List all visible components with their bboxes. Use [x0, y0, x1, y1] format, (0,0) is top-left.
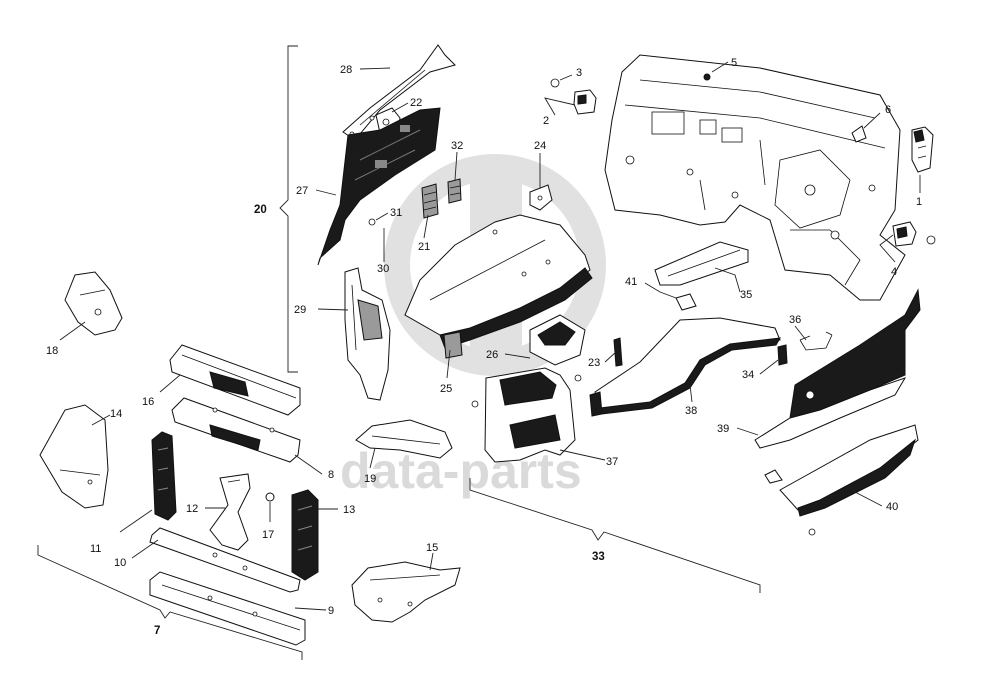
part-4-bracket	[892, 221, 936, 247]
part-1-bracket	[911, 126, 934, 173]
callout-10: 10	[114, 557, 126, 569]
part-17-nut	[265, 492, 275, 502]
callout-8: 8	[328, 469, 334, 481]
part-36-handle	[799, 331, 833, 351]
callout-16: 16	[142, 396, 154, 408]
leader-lines	[59, 61, 921, 611]
part-21-32-clips	[421, 178, 462, 219]
part-8-tie-bar	[171, 397, 301, 463]
callout-2: 2	[543, 115, 549, 127]
part-23-bracket	[613, 337, 623, 367]
callout-18: 18	[46, 345, 58, 357]
callout-17: 17	[262, 529, 274, 541]
part-6-tab	[851, 125, 867, 143]
bracket-group-7	[37, 545, 303, 660]
callout-38: 38	[685, 405, 697, 417]
callout-12: 12	[186, 503, 198, 515]
part-34-plate	[777, 344, 788, 366]
callout-23: 23	[588, 357, 600, 369]
callout-6: 6	[885, 104, 891, 116]
part-19-bracket	[355, 419, 453, 459]
part-5-nut	[703, 73, 711, 81]
part-25-wheelhouse	[404, 214, 593, 349]
callout-13: 13	[343, 504, 355, 516]
callout-7: 7	[154, 625, 160, 637]
part-14-side-bracket	[39, 404, 109, 509]
part-27-inner-panel	[317, 107, 441, 266]
callout-39: 39	[717, 423, 729, 435]
callout-24: 24	[534, 140, 546, 152]
callout-1: 1	[916, 196, 922, 208]
callout-19: 19	[364, 473, 376, 485]
part-28-upper-rail	[342, 44, 456, 141]
callout-29: 29	[294, 304, 306, 316]
callout-35: 35	[740, 289, 752, 301]
bracket-group-33	[469, 478, 761, 593]
part-18-bracket	[64, 271, 123, 336]
part-15-lower-bracket	[351, 561, 461, 623]
callout-22: 22	[410, 97, 422, 109]
part-10-lower-bar	[149, 527, 301, 593]
part-16-tie-bar	[169, 344, 301, 416]
part-37-rear-pillar	[471, 367, 582, 463]
callout-28: 28	[340, 64, 352, 76]
callout-14: 14	[110, 408, 122, 420]
part-41-clip	[675, 293, 697, 311]
part-2-3-clip	[550, 78, 597, 115]
callout-34: 34	[742, 369, 754, 381]
bracket-group-20	[279, 45, 298, 373]
part-39-side-panel	[754, 288, 921, 449]
callout-21: 21	[418, 241, 430, 253]
callout-labels: 1 2 3 4 5 6 7 8 9 10 11 12 13 14 15 16 1…	[46, 57, 922, 637]
callout-15: 15	[426, 542, 438, 554]
callout-11: 11	[90, 543, 101, 555]
part-26-shield	[443, 314, 586, 366]
part-11-left-upright	[151, 431, 177, 521]
callout-26: 26	[486, 349, 498, 361]
callout-9: 9	[328, 605, 334, 617]
dash-panel-part	[604, 54, 906, 301]
callout-25: 25	[440, 383, 452, 395]
callout-36: 36	[789, 314, 801, 326]
part-35-crossmember	[654, 241, 749, 286]
parts	[39, 44, 936, 646]
callout-40: 40	[886, 501, 898, 513]
callout-41: 41	[625, 276, 637, 288]
part-24-bracket	[529, 184, 553, 211]
callout-27: 27	[296, 185, 308, 197]
callout-5: 5	[731, 57, 737, 69]
callout-4: 4	[891, 266, 897, 278]
callout-37: 37	[606, 456, 618, 468]
callout-32: 32	[451, 140, 463, 152]
part-12-center-support	[209, 473, 251, 551]
part-40-rocker	[764, 424, 919, 536]
callout-3: 3	[576, 67, 582, 79]
part-38-rail	[589, 317, 781, 417]
part-29-pillar	[344, 267, 391, 401]
part-30-31-bolt	[368, 218, 385, 245]
group-brackets	[37, 45, 761, 660]
callout-30: 30	[377, 263, 389, 275]
callout-33: 33	[592, 551, 605, 563]
callout-20: 20	[254, 204, 267, 216]
callout-31: 31	[390, 207, 402, 219]
part-13-right-upright	[291, 489, 319, 581]
part-9-crossmember	[149, 571, 306, 646]
watermark-text: data-parts	[340, 443, 582, 499]
